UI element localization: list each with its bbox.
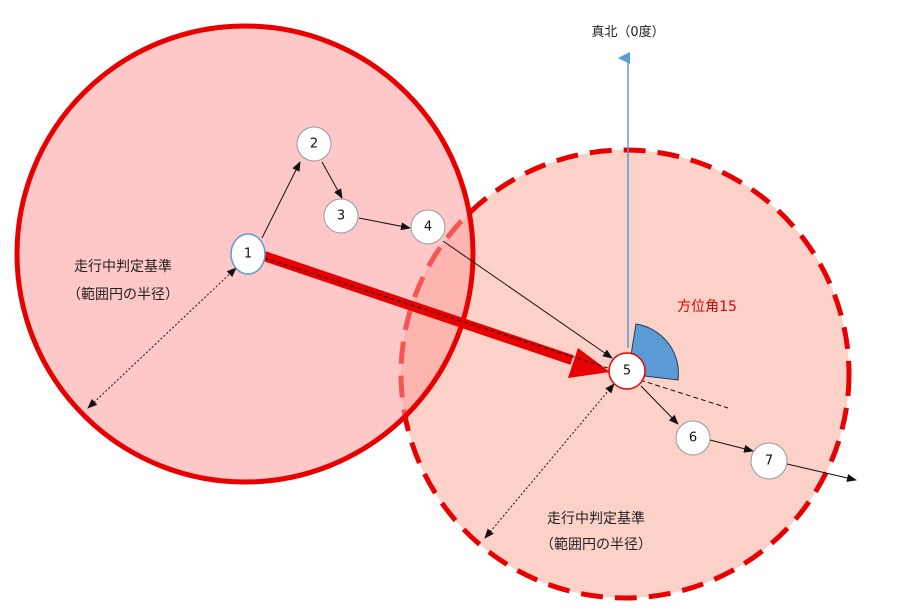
criterion-label-1-line1: 走行中判定基準 [74, 258, 172, 275]
node-3: 3 [323, 198, 359, 234]
movement-arrow-head [568, 348, 610, 378]
node-label: 4 [424, 220, 432, 235]
edge-2-3 [321, 161, 343, 199]
direction-extension-line [639, 379, 729, 409]
node-4: 4 [410, 209, 446, 245]
node-1: 1 [230, 233, 266, 275]
node-label: 3 [337, 209, 345, 224]
edge-6-7 [709, 439, 754, 453]
criterion-label-1-line2: （範囲円の半径） [67, 286, 179, 303]
node-5: 5 [608, 352, 646, 390]
node-label: 2 [310, 137, 318, 152]
movement-arrow-shaft [262, 251, 574, 365]
node-7: 7 [750, 442, 788, 480]
node-label: 7 [765, 454, 773, 469]
north-label: 真北（0度） [591, 24, 664, 40]
node-label: 6 [689, 431, 697, 446]
radius-indicator-1 [87, 267, 237, 409]
edge-7-out [786, 463, 857, 482]
criterion-label-2-line2: （範囲円の半径） [540, 536, 652, 553]
node-2: 2 [296, 126, 332, 162]
edge-4-5 [442, 240, 613, 359]
node-6: 6 [675, 420, 711, 456]
azimuth-label: 方位角15 [677, 299, 737, 315]
node-label: 5 [623, 364, 631, 379]
radius-indicator-2 [484, 383, 615, 539]
criterion-label-2-line1: 走行中判定基準 [547, 510, 645, 527]
edge-5-6 [640, 385, 679, 425]
node-label: 1 [244, 247, 252, 262]
edge-1-2 [261, 161, 301, 239]
edge-3-4 [358, 217, 411, 231]
